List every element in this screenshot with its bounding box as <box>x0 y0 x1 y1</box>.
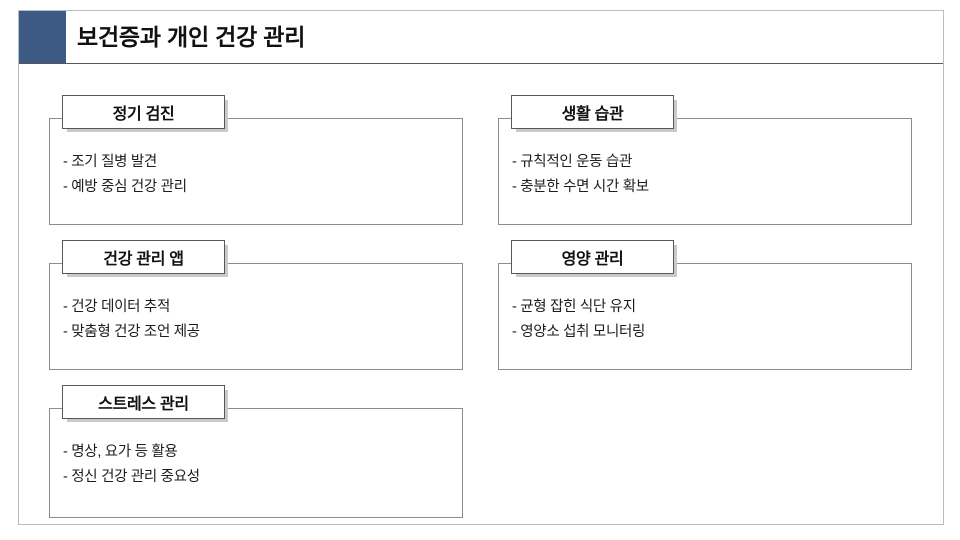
card-label-text: 정기 검진 <box>112 106 175 123</box>
card-item: - 건강 데이터 추적 <box>63 299 170 315</box>
card: 생활 습관 - 규칙적인 운동 습관 - 충분한 수면 시간 확보 <box>498 95 912 225</box>
header-divider <box>19 63 943 64</box>
card-item-list: - 규칙적인 운동 습관 - 충분한 수면 시간 확보 <box>512 150 902 200</box>
card-item: - 정신 건강 관리 중요성 <box>63 469 200 485</box>
card-body-panel <box>49 408 463 518</box>
card-label-text: 스트레스 관리 <box>98 396 189 413</box>
slide-frame: 보건증과 개인 건강 관리 정기 검진 - 조기 질병 발견 - 예방 중심 건강 … <box>18 10 944 525</box>
card-item-list: - 조기 질병 발견 - 예방 중심 건강 관리 <box>63 150 453 200</box>
card-item: - 충분한 수면 시간 확보 <box>512 179 649 195</box>
card-label-tab[interactable]: 스트레스 관리 <box>62 385 225 419</box>
card: 영양 관리 - 균형 잡힌 식단 유지 - 영양소 섭취 모니터링 <box>498 240 912 370</box>
card-item: - 예방 중심 건강 관리 <box>63 179 187 195</box>
card: 건강 관리 앱 - 건강 데이터 추적 - 맞춤형 건강 조언 제공 <box>49 240 463 370</box>
card-label-text: 영양 관리 <box>561 251 624 268</box>
card-body-panel <box>498 263 912 370</box>
card-item-list: - 명상, 요가 등 활용 - 정신 건강 관리 중요성 <box>63 440 453 490</box>
card-item: - 규칙적인 운동 습관 <box>512 154 633 170</box>
card-grid: 정기 검진 - 조기 질병 발견 - 예방 중심 건강 관리 생활 습관 - 규칙적인 … <box>19 63 943 525</box>
card-label-text: 생활 습관 <box>561 106 624 123</box>
card-label-tab[interactable]: 영양 관리 <box>511 240 674 274</box>
slide-header: 보건증과 개인 건강 관리 <box>19 11 943 63</box>
card-item: - 영양소 섭취 모니터링 <box>512 324 646 340</box>
card-item: - 균형 잡힌 식단 유지 <box>512 299 636 315</box>
card-item: - 조기 질병 발견 <box>63 154 157 170</box>
card: 스트레스 관리 - 명상, 요가 등 활용 - 정신 건강 관리 중요성 <box>49 385 463 518</box>
card-label-tab[interactable]: 생활 습관 <box>511 95 674 129</box>
card: 정기 검진 - 조기 질병 발견 - 예방 중심 건강 관리 <box>49 95 463 225</box>
card-label-tab[interactable]: 건강 관리 앱 <box>62 240 225 274</box>
header-accent-block <box>19 11 66 63</box>
page-title: 보건증과 개인 건강 관리 <box>77 24 306 50</box>
card-body-panel <box>498 118 912 225</box>
card-label-text: 건강 관리 앱 <box>103 251 184 268</box>
card-body-panel <box>49 263 463 370</box>
card-label-tab[interactable]: 정기 검진 <box>62 95 225 129</box>
card-item-list: - 균형 잡힌 식단 유지 - 영양소 섭취 모니터링 <box>512 295 902 345</box>
card-item-list: - 건강 데이터 추적 - 맞춤형 건강 조언 제공 <box>63 295 453 345</box>
card-item: - 명상, 요가 등 활용 <box>63 444 178 460</box>
card-item: - 맞춤형 건강 조언 제공 <box>63 324 200 340</box>
card-body-panel <box>49 118 463 225</box>
